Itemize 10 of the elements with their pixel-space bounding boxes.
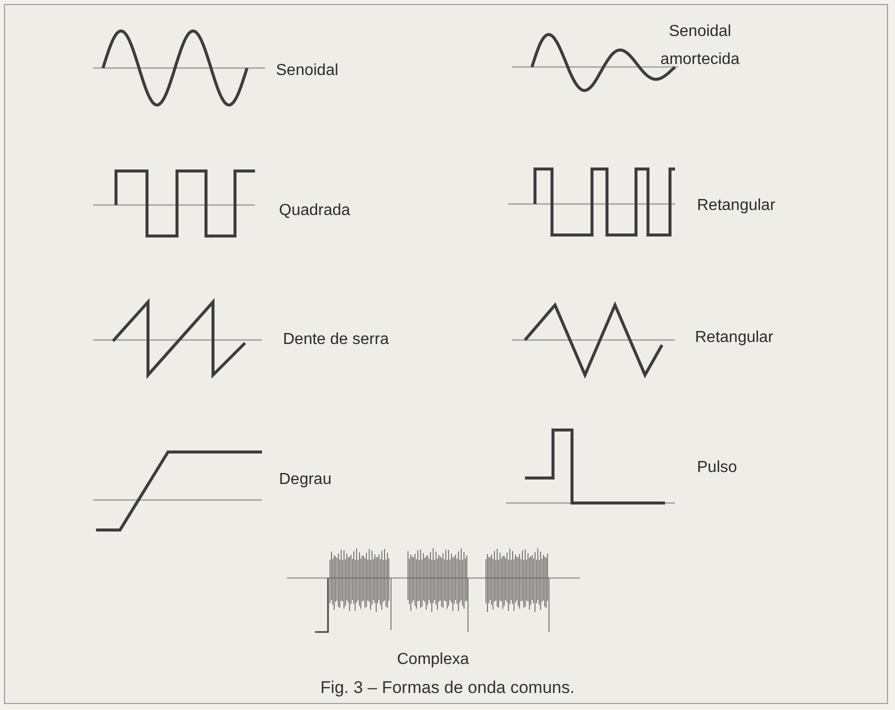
waveform-label: Complexa (396, 650, 470, 669)
waveform-label: Dente de serra (283, 330, 389, 349)
waveform-label: Retangular (695, 328, 774, 347)
waveform-label: Degrau (279, 470, 332, 489)
waveform-label: Pulso (697, 458, 738, 477)
figure-caption: Fig. 3 – Formas de onda comuns. (319, 678, 576, 698)
waveform-label: Retangular (697, 196, 776, 215)
waveform-label: Quadrada (279, 201, 350, 220)
waveform-label: Senoidal amortecida (659, 22, 741, 70)
waveform-label: Senoidal (276, 61, 338, 80)
